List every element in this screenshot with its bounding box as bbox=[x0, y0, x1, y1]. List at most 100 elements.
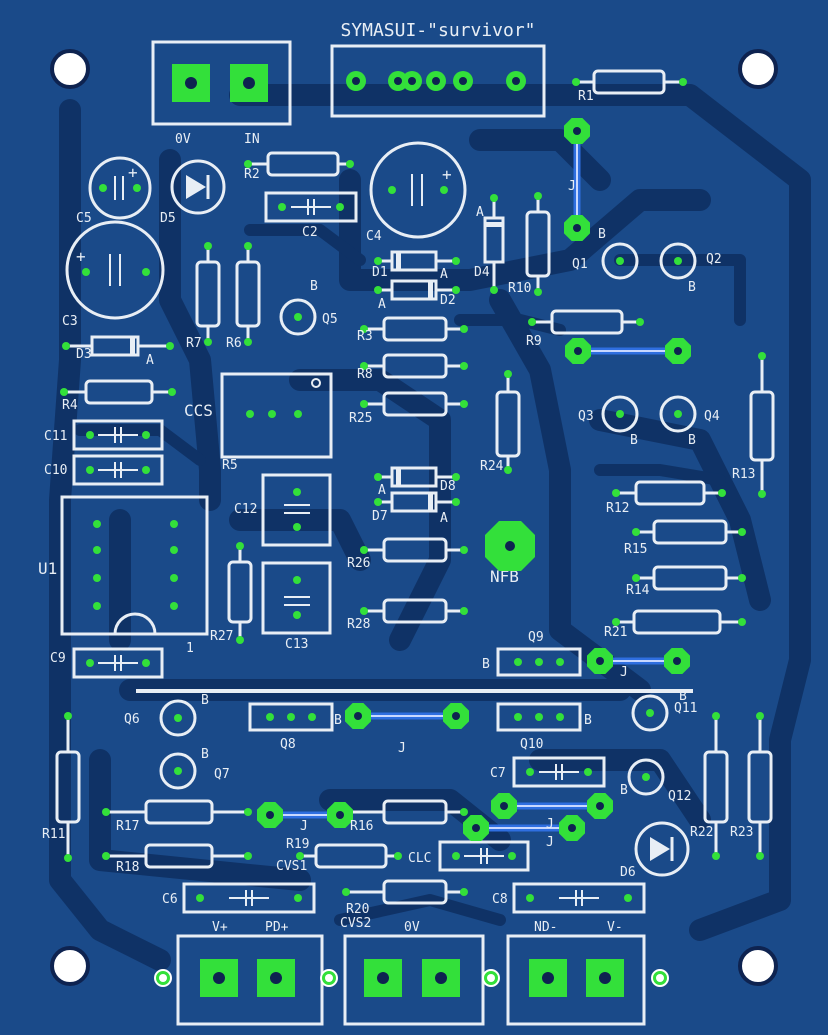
j1-jumper bbox=[564, 118, 590, 241]
mounting-hole-br bbox=[738, 946, 778, 986]
input-pin-in: IN bbox=[244, 132, 260, 147]
c13-capacitor bbox=[261, 561, 332, 635]
clc-label: CLC bbox=[408, 851, 431, 866]
q7-label: Q7 bbox=[214, 767, 230, 782]
d1-label: D1 bbox=[372, 265, 388, 280]
c7-capacitor bbox=[512, 756, 606, 788]
q3-label: Q3 bbox=[578, 409, 594, 424]
c4-label: C4 bbox=[366, 229, 382, 244]
q9-label: Q9 bbox=[528, 630, 544, 645]
c5-plus: + bbox=[128, 163, 138, 182]
c3-plus: + bbox=[76, 247, 86, 266]
q1-label: Q1 bbox=[572, 257, 588, 272]
r7-resistor bbox=[195, 242, 221, 346]
r9-resistor bbox=[528, 309, 644, 335]
base-label: B bbox=[584, 713, 592, 728]
r7-label: R7 bbox=[186, 336, 202, 351]
c10-label: C10 bbox=[44, 463, 67, 478]
base-label: B bbox=[201, 747, 209, 762]
r18-resistor bbox=[102, 843, 252, 869]
r6-resistor bbox=[235, 242, 261, 346]
r28-resistor bbox=[360, 598, 468, 624]
d1-diode bbox=[374, 250, 460, 272]
r12-resistor bbox=[612, 480, 726, 506]
r3-label: R3 bbox=[357, 329, 373, 344]
r26-resistor bbox=[360, 537, 468, 563]
r16-label: R16 bbox=[350, 819, 373, 834]
r5-label: R5 bbox=[222, 458, 238, 473]
pin1-label: 1 bbox=[186, 641, 194, 656]
conn-pdplus-label: PD+ bbox=[265, 920, 289, 935]
base-label: B bbox=[482, 657, 490, 672]
q4-transistor bbox=[659, 395, 697, 433]
c1-capacitor bbox=[330, 44, 546, 118]
c12-capacitor bbox=[261, 473, 332, 547]
q8-label: Q8 bbox=[280, 737, 296, 752]
jumper-label: J bbox=[546, 817, 554, 832]
conn-ndminus-label: ND- bbox=[534, 920, 557, 935]
d8-label: D8 bbox=[440, 479, 456, 494]
r24-resistor bbox=[495, 370, 521, 474]
j2-jumper bbox=[565, 338, 691, 364]
d2-label: D2 bbox=[440, 293, 456, 308]
r19-resistor bbox=[296, 843, 402, 869]
ccs-module bbox=[220, 372, 333, 459]
anode-label: A bbox=[440, 267, 448, 282]
c10-capacitor bbox=[72, 454, 164, 486]
conn-0v-label: 0V bbox=[404, 920, 420, 935]
q2-transistor bbox=[659, 242, 697, 280]
c2-label: C2 bbox=[302, 225, 318, 240]
input-pin-0v: 0V bbox=[175, 132, 191, 147]
q3-transistor bbox=[601, 395, 639, 433]
c12-label: C12 bbox=[234, 502, 257, 517]
d6-label: D6 bbox=[620, 865, 636, 880]
c2-capacitor bbox=[264, 191, 358, 223]
r4-resistor bbox=[60, 379, 176, 405]
c8-capacitor bbox=[512, 882, 646, 914]
q6-transistor bbox=[159, 699, 197, 737]
clc-capacitor bbox=[438, 840, 530, 872]
q12-transistor bbox=[627, 758, 665, 796]
anode-label: A bbox=[440, 511, 448, 526]
resistors bbox=[55, 69, 775, 905]
mounting-hole-tr bbox=[738, 49, 778, 89]
r9-label: R9 bbox=[526, 334, 542, 349]
board-title: SYMASUI-"survivor" bbox=[340, 20, 535, 41]
base-label: B bbox=[334, 713, 342, 728]
r8-resistor bbox=[360, 353, 468, 379]
d3-label: D3 bbox=[76, 347, 92, 362]
r23-label: R23 bbox=[730, 825, 753, 840]
r24-label: R24 bbox=[480, 459, 504, 474]
q11-label: Q11 bbox=[674, 701, 697, 716]
r3-resistor bbox=[360, 316, 468, 342]
base-label: B bbox=[630, 433, 638, 448]
r18-label: R18 bbox=[116, 860, 139, 875]
jumper-label: J bbox=[398, 741, 406, 756]
base-label: B bbox=[679, 689, 687, 704]
r14-resistor bbox=[632, 565, 746, 591]
base-label: B bbox=[688, 280, 696, 295]
sip-transistors bbox=[248, 647, 582, 732]
d5-label: D5 bbox=[160, 211, 176, 226]
c7-label: C7 bbox=[490, 766, 506, 781]
c9-label: C9 bbox=[50, 651, 66, 666]
r17-label: R17 bbox=[116, 819, 139, 834]
q8-transistor bbox=[248, 702, 334, 732]
r4-label: R4 bbox=[62, 398, 78, 413]
c3-electrolytic: + bbox=[65, 220, 165, 320]
d6-led bbox=[634, 821, 690, 877]
r14-label: R14 bbox=[626, 583, 650, 598]
nfb-pad bbox=[485, 521, 535, 571]
r21-label: R21 bbox=[604, 625, 627, 640]
r1-resistor bbox=[572, 69, 687, 95]
transistors bbox=[159, 242, 697, 796]
mounting-hole-bl bbox=[50, 946, 90, 986]
c9-capacitor bbox=[72, 647, 164, 679]
q11-transistor bbox=[631, 694, 669, 732]
q10-label: Q10 bbox=[520, 737, 543, 752]
d2-diode bbox=[374, 279, 460, 301]
d8-diode bbox=[374, 466, 460, 488]
r20-resistor bbox=[342, 879, 468, 905]
diodes bbox=[62, 194, 505, 513]
input-connector: 0V IN bbox=[151, 40, 292, 147]
